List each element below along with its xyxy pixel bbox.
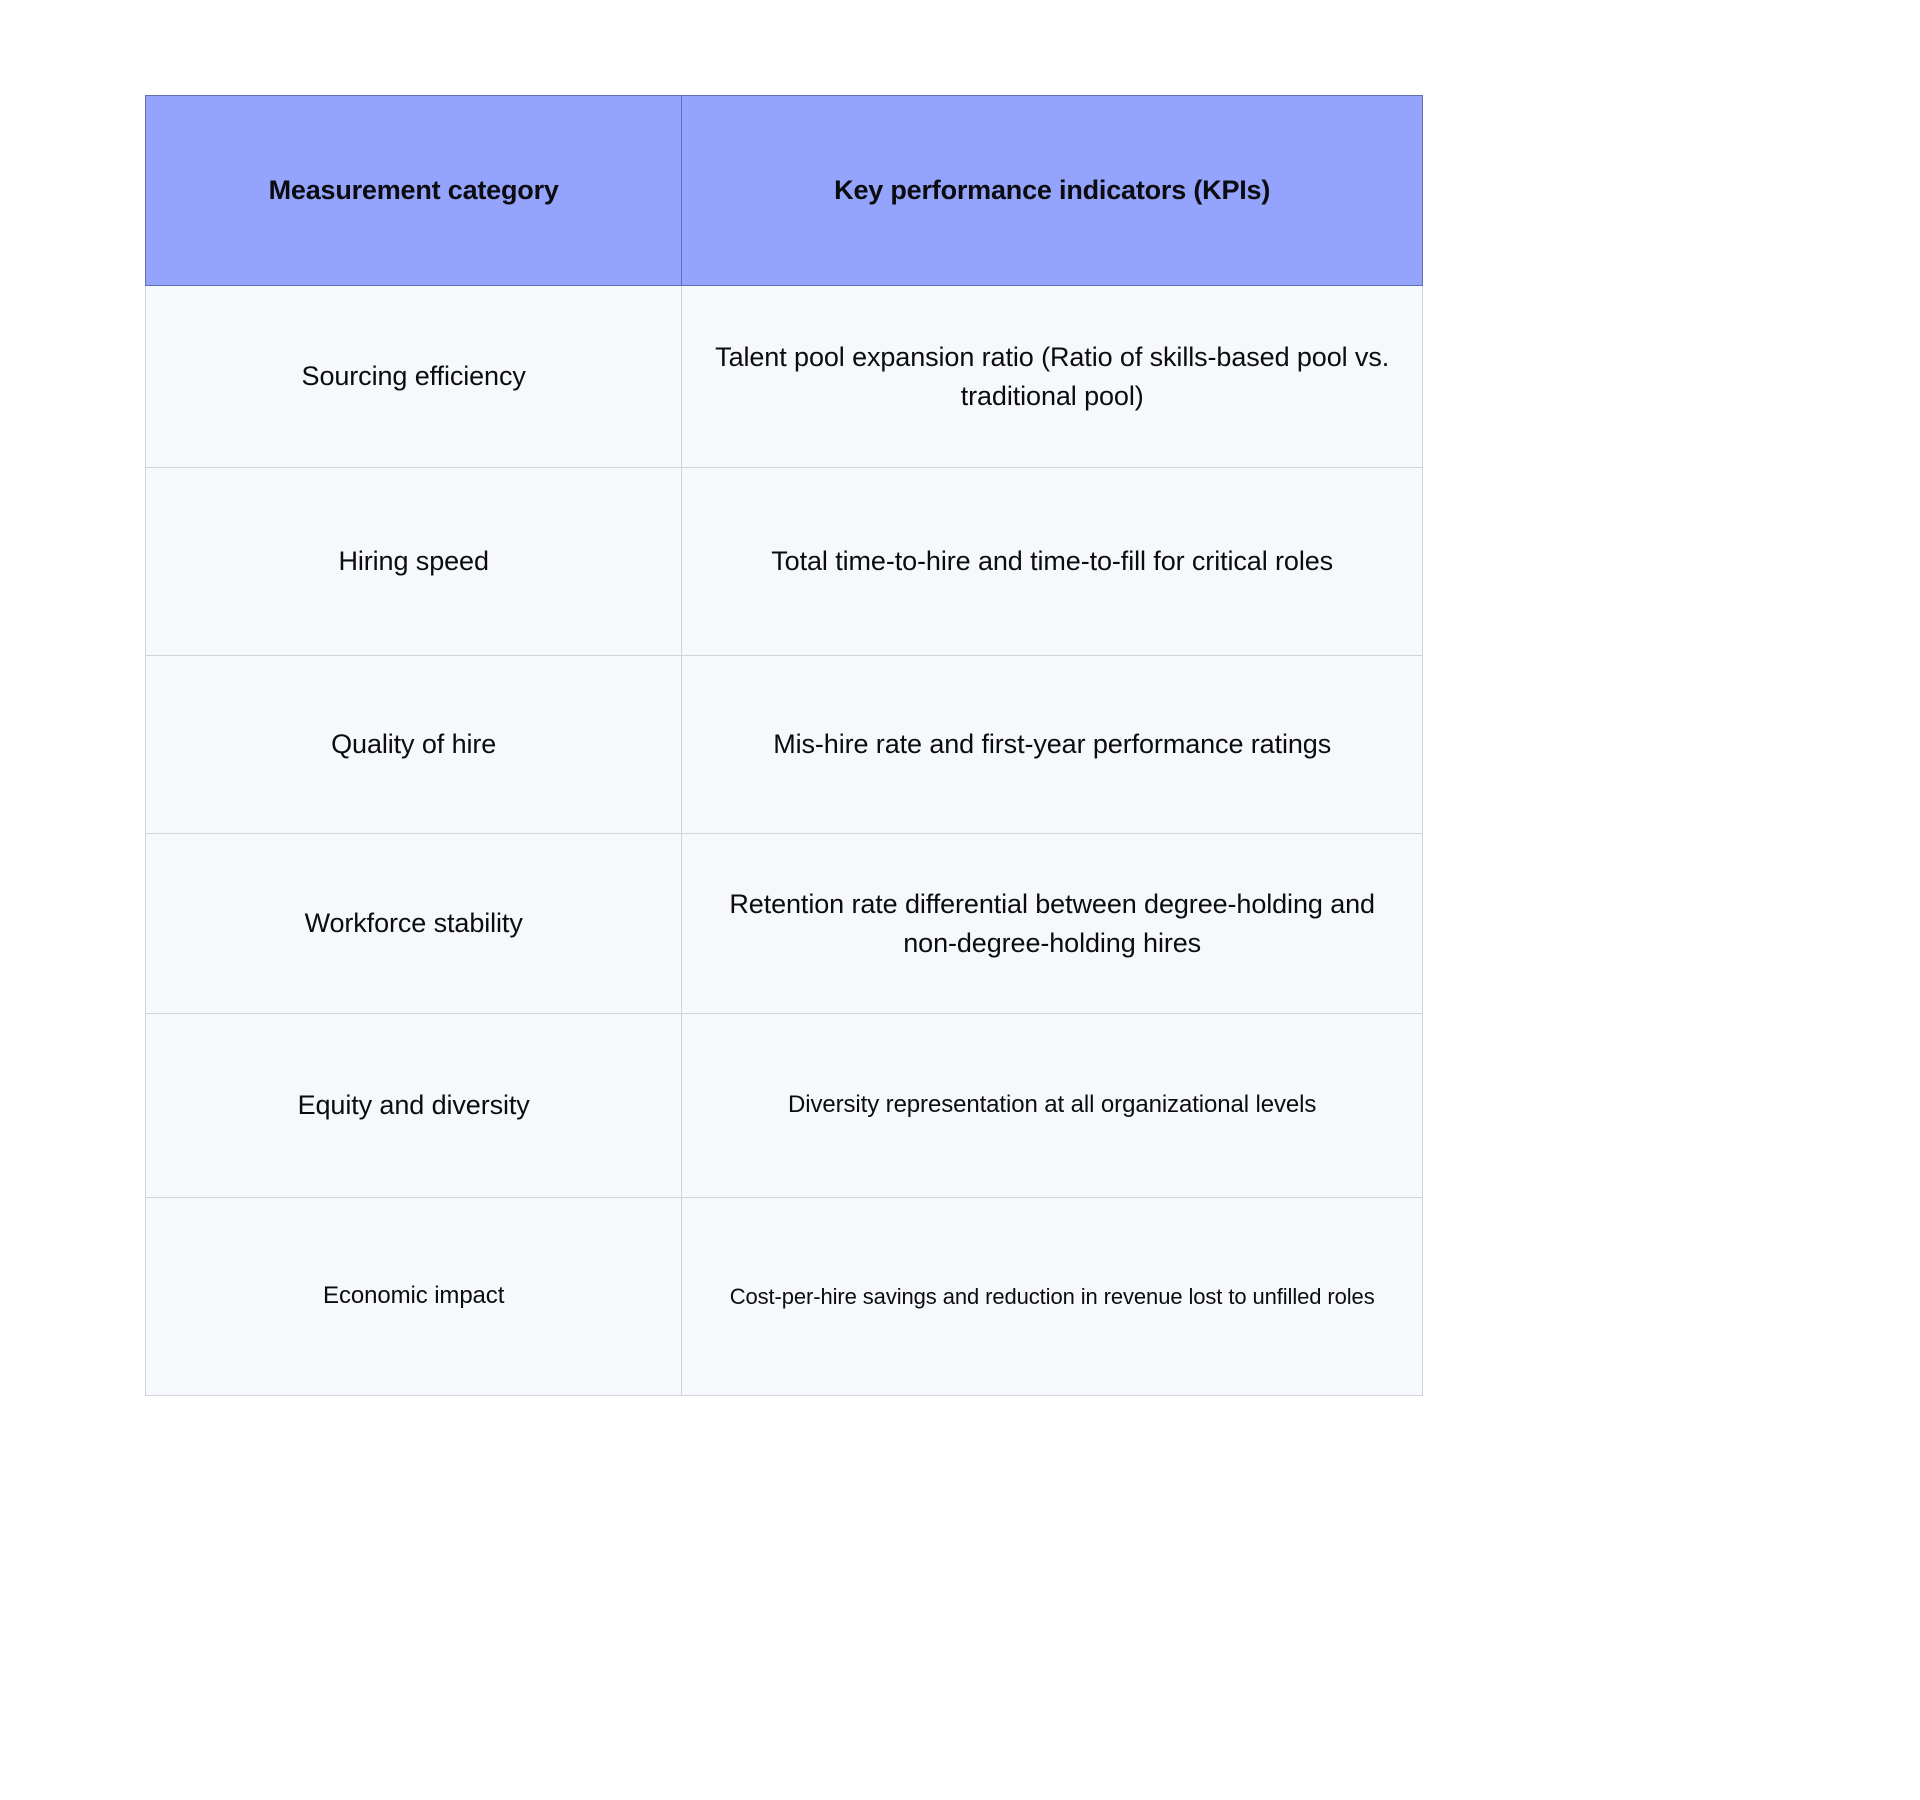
cell-key-performance-indicator: Retention rate differential between degr… <box>681 833 1423 1014</box>
cell-measurement-category: Economic impact <box>144 1197 683 1396</box>
table-row: Workforce stability Retention rate diffe… <box>144 833 1423 1014</box>
kpi-table-container: Measurement category Key performance ind… <box>144 95 1423 1396</box>
cell-measurement-category: Hiring speed <box>144 467 683 656</box>
table-row: Quality of hire Mis-hire rate and first-… <box>144 655 1423 834</box>
table-row: Sourcing efficiency Talent pool expansio… <box>144 285 1423 468</box>
column-header-measurement-category: Measurement category <box>144 95 683 286</box>
cell-key-performance-indicator: Total time-to-hire and time-to-fill for … <box>681 467 1423 656</box>
cell-key-performance-indicator: Talent pool expansion ratio (Ratio of sk… <box>681 285 1423 468</box>
cell-measurement-category: Workforce stability <box>144 833 683 1014</box>
measurement-kpi-table: Measurement category Key performance ind… <box>144 95 1423 1396</box>
column-header-key-performance-indicators: Key performance indicators (KPIs) <box>681 95 1423 286</box>
cell-key-performance-indicator: Cost-per-hire savings and reduction in r… <box>681 1197 1423 1396</box>
cell-key-performance-indicator: Diversity representation at all organiza… <box>681 1013 1423 1198</box>
cell-measurement-category: Quality of hire <box>144 655 683 834</box>
cell-key-performance-indicator: Mis-hire rate and first-year performance… <box>681 655 1423 834</box>
cell-measurement-category: Sourcing efficiency <box>144 285 683 468</box>
cell-measurement-category: Equity and diversity <box>144 1013 683 1198</box>
table-header: Measurement category Key performance ind… <box>144 95 1423 286</box>
table-row: Hiring speed Total time-to-hire and time… <box>144 467 1423 656</box>
table-body: Sourcing efficiency Talent pool expansio… <box>144 285 1423 1396</box>
table-row: Economic impact Cost-per-hire savings an… <box>144 1197 1423 1396</box>
table-row: Equity and diversity Diversity represent… <box>144 1013 1423 1198</box>
table-header-row: Measurement category Key performance ind… <box>144 95 1423 286</box>
